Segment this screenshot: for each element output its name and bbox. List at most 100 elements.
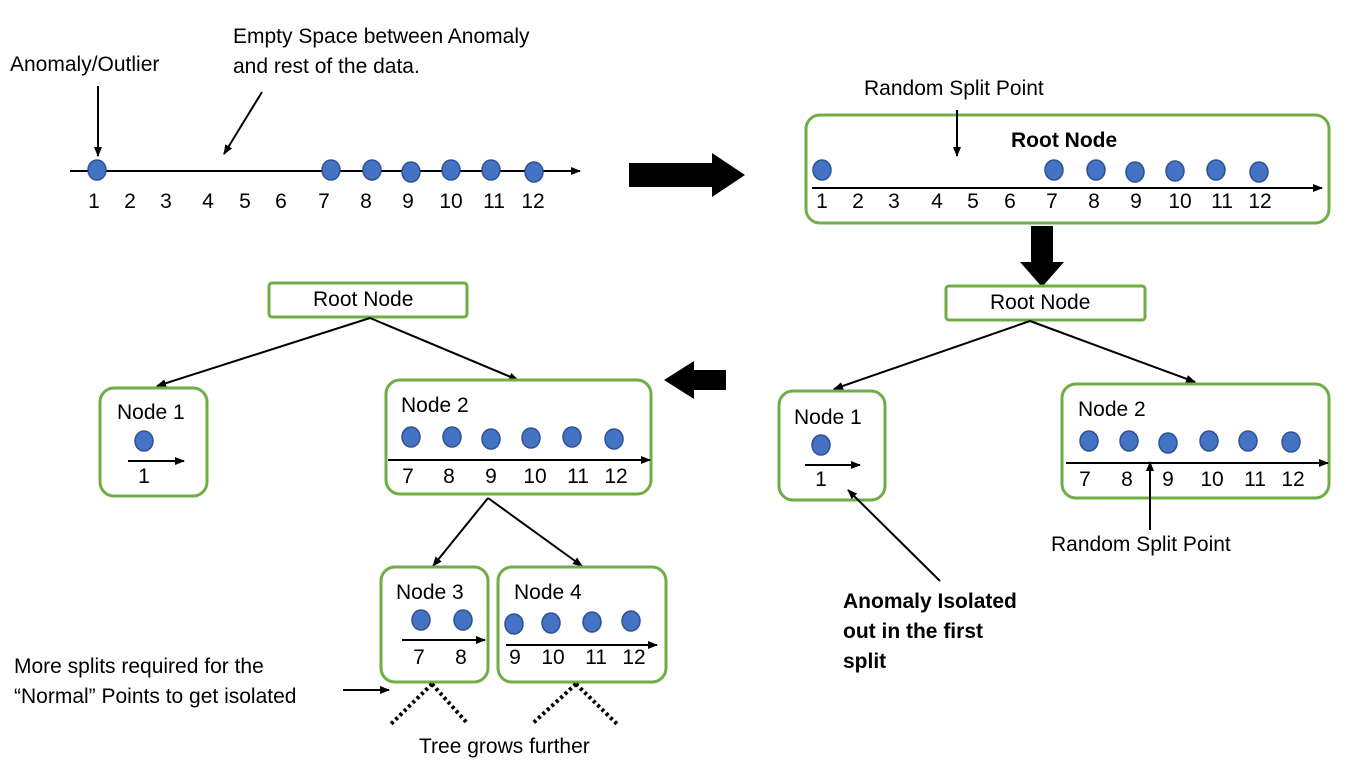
left-root-label: Root Node [313,288,414,311]
left-node2-box [384,378,653,496]
data-point [604,428,624,450]
tick-label: 6 [275,190,287,213]
tick-label: 7 [402,465,414,488]
left-node4-points [504,610,641,635]
anomaly-isolated-line3: split [843,650,887,673]
data-point [1125,161,1145,183]
tick-label: 7 [1079,468,1091,491]
big-down-arrow [1020,226,1064,287]
right-node2-title: Node 2 [1078,398,1146,421]
right-root-label: Root Node [990,291,1091,314]
data-point [1165,160,1185,182]
data-point [453,609,473,631]
data-point [1158,432,1178,454]
data-point [321,159,341,181]
tick-label: 12 [1281,468,1305,491]
data-point [812,159,832,181]
tick-label: 1 [138,465,150,488]
data-point [441,159,461,181]
tick-label: 11 [585,646,607,669]
data-point [401,161,421,183]
data-point [811,434,831,456]
left-edge-to-node3 [432,497,489,567]
data-point [1079,430,1099,452]
left-node2-points [401,426,624,450]
tick-label: 9 [1130,190,1142,213]
data-point [1249,161,1269,183]
tick-label: 4 [202,190,214,213]
tick-label: 10 [439,190,463,213]
data-point [504,613,524,635]
anomaly-label: Anomaly/Outlier [10,53,160,76]
tick-label: 2 [852,190,864,213]
top-split-label: Random Split Point [864,77,1044,100]
right-node2-points [1079,430,1301,454]
tick-label: 11 [1244,468,1266,491]
data-point [1199,430,1219,452]
anomaly-isolated-line1: Anomaly Isolated [843,590,1017,613]
left-edge-to-node1 [156,317,371,388]
left-node4-box [496,565,668,684]
tick-label: 8 [443,465,455,488]
right-split-label: Random Split Point [1051,533,1231,556]
more-splits-line1: More splits required for the [14,655,264,678]
right-node1-title: Node 1 [794,406,862,429]
tick-label: 12 [604,465,628,488]
tick-label: 5 [239,190,251,213]
tick-label: 8 [1088,190,1100,213]
tick-label: 9 [402,190,414,213]
top-root-points [812,159,1269,183]
tick-label: 9 [509,646,521,669]
empty-space-label-line1: Empty Space between Anomaly [233,25,530,48]
data-point [1119,430,1139,452]
tick-label: 11 [1211,190,1233,213]
tick-label: 6 [1004,190,1016,213]
tick-label: 10 [541,646,565,669]
data-point [541,612,561,634]
top-root-node-box [804,113,1331,225]
right-node2-box [1060,382,1331,500]
data-point [401,426,421,448]
tick-label: 10 [523,465,547,488]
data-point [1238,430,1258,452]
right-root-node-box [944,284,1147,322]
big-right-arrow [629,153,745,197]
tick-label: 7 [413,646,425,669]
tick-label: 9 [485,465,497,488]
tick-label: 12 [622,646,646,669]
tick-label: 7 [318,190,330,213]
tick-label: 10 [1168,190,1192,213]
empty-space-label-line2: and rest of the data. [233,55,420,78]
anomaly-isolated-pointer-arrow [847,489,941,582]
anomaly-isolated-line2: out in the first [843,620,983,643]
tick-label: 1 [816,190,828,213]
tree-grows-label: Tree grows further [419,735,590,758]
data-point [1086,159,1106,181]
right-node1-box [777,389,887,502]
tick-label: 7 [1046,190,1058,213]
tick-label: 1 [88,190,100,213]
tick-label: 11 [567,465,589,488]
tick-label: 3 [888,190,900,213]
tick-label: 12 [1248,190,1272,213]
data-point [87,159,107,181]
top-root-title: Root Node [1011,129,1118,152]
left-node2-title: Node 2 [401,394,469,417]
data-point [562,426,582,448]
data-point [621,610,641,632]
data-point [481,159,501,181]
tree-grows-dotted-lines [389,682,619,726]
tick-label: 12 [521,190,545,213]
data-point [1206,159,1226,181]
data-point [521,427,541,449]
left-edge-to-node4 [487,497,583,567]
data-point [411,609,431,631]
right-edge-to-node1 [833,320,1031,390]
left-node4-title: Node 4 [514,581,582,604]
data-point [1044,159,1064,181]
data-point [362,159,382,181]
tick-label: 4 [931,190,943,213]
tick-label: 10 [1200,468,1224,491]
tick-label: 11 [483,190,505,213]
